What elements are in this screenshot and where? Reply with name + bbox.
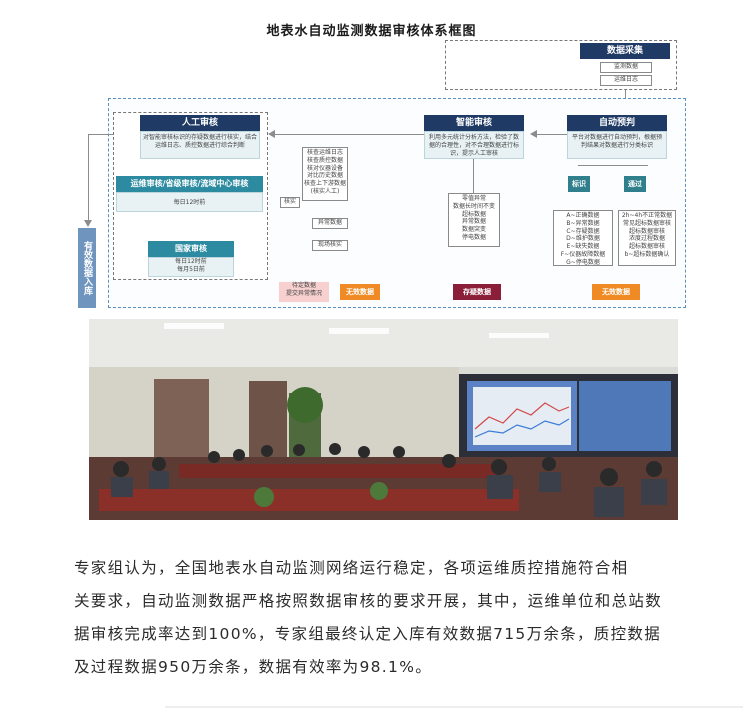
pending-data: 待定数据 提交异常情况 (279, 282, 329, 302)
collection-item-data: 监测数据 (600, 62, 652, 73)
smart-list: 零值异常 数据长时间不变 超标数据 异常数据 数据突变 停电数据 (448, 193, 500, 247)
meeting-photo (89, 319, 678, 520)
auto-pre-desc: 平台对数据进行自动预判，根据预判结果对数据进行分类标识 (567, 131, 667, 159)
paragraph-line: 据审核完成率达到100%，专家组最终认定入库有效数据715万余条，质控数据 (74, 625, 661, 643)
abnormal-data: 异常数据 (312, 218, 348, 229)
smart-to-manual-arrow (268, 130, 275, 138)
valid-data-storage: 有效数据入库 (78, 228, 96, 308)
auto-to-smart-arrow (530, 130, 537, 138)
footer-divider (165, 706, 743, 708)
smart-title: 智能审核 (424, 115, 524, 131)
invalid-bottom: 无效数据 (592, 284, 640, 300)
manual-title: 人工审核 (140, 115, 260, 131)
collection-title: 数据采集 (580, 43, 670, 59)
body-paragraph: 专家组认为，全国地表水自动监测网络运行稳定，各项运维质控措施符合相 关要求，自动… (74, 552, 718, 684)
rules-left: A~正确数据 B~异常数据 C~存疑数据 D~维护数据 E~缺失数据 F~仪器故… (553, 210, 613, 266)
manual-desc: 对智能审核标识的存疑数据进行核实，结合运维日志、质控数据进行综合判断 (140, 131, 260, 159)
check-title: 核实 (280, 197, 300, 208)
state-title: 国家审核 (148, 241, 234, 257)
smart-to-manual-line (275, 134, 424, 135)
diagram-title: 地表水自动监测数据审核体系框图 (266, 24, 477, 39)
auto-to-smart-line (537, 134, 567, 135)
smart-desc: 利用多元统计分析方法，检验了数据的合理性，对不合理数据进行标识，提示人工审核 (424, 131, 524, 159)
paragraph-line: 专家组认为，全国地表水自动监测网络运行稳定，各项运维质控措施符合相 (74, 559, 629, 577)
storage-connector-h (88, 134, 113, 135)
tag-marked: 标识 (568, 176, 590, 192)
manual-list: 核查运维日志 核查质控数据 核对仪器设备 对比历史数据 核查上下游数据 (核实人… (302, 147, 348, 201)
meeting-room-illustration (89, 319, 678, 520)
storage-connector-v (88, 134, 89, 222)
split-line (578, 165, 648, 166)
suspect-data: 存疑数据 (453, 284, 501, 300)
auto-pre-title: 自动预判 (567, 115, 667, 131)
paragraph-line: 关要求，自动监测数据严格按照数据审核的要求开展，其中，运维单位和总站数 (74, 592, 663, 610)
collection-item-log: 运维日志 (600, 75, 652, 86)
paragraph-line: 及过程数据950万余条，数据有效率为98.1%。 (74, 658, 433, 676)
confirm-data: 现场核实 (312, 240, 348, 251)
ops-title: 运维审核/省级审核/流域中心审核 (116, 176, 263, 192)
tag-passed: 通过 (624, 176, 646, 192)
ops-note: 每日12时前 (116, 192, 263, 212)
storage-arrow (84, 220, 92, 227)
invalid-left: 无效数据 (340, 284, 380, 300)
smart-down-line (473, 159, 474, 193)
state-note: 每日12时前 每月5日前 (148, 257, 234, 277)
rules-right: 2h~4h不正常数据 常见超标数据审核 超标数据审核 浓度过程数据 超标数据审核… (618, 210, 676, 266)
